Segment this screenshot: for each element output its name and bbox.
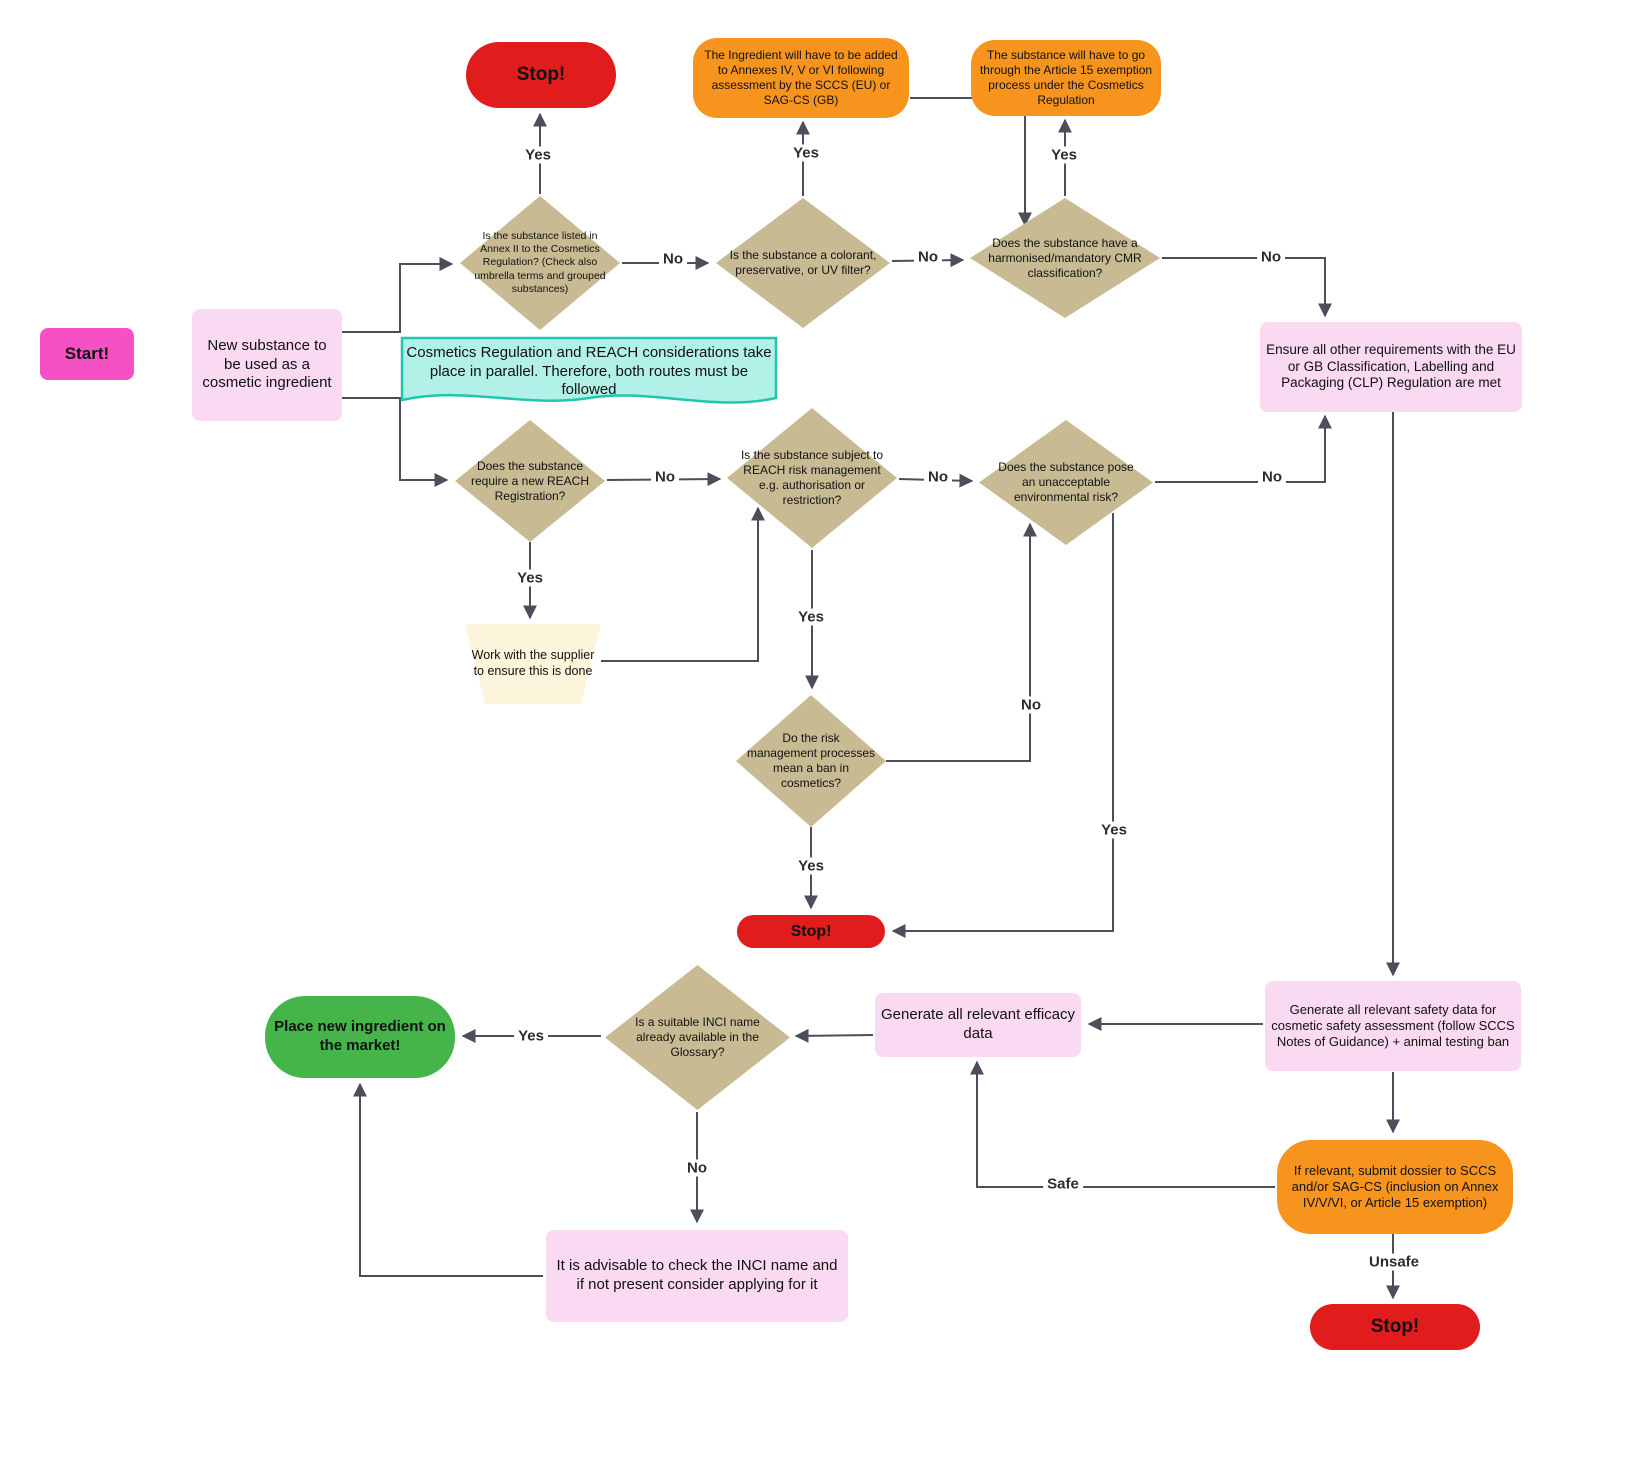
edge-label-cmr-yes: Yes [1047,146,1081,164]
edge-label-reach-risk-yes: Yes [794,608,828,626]
annexes-outcome-node: The Ingredient will have to be added to … [693,38,909,118]
decision-colorant: Is the substance a colorant, preservativ… [716,198,890,328]
decision-inci: Is a suitable INCI name already availabl… [605,965,790,1110]
decision-ban: Do the risk management processes mean a … [736,695,886,827]
decision-environmental-risk: Does the substance pose an unacceptable … [979,420,1153,545]
inci-advice-node: It is advisable to check the INCI name a… [546,1230,848,1322]
market-node: Place new ingredient on the market! [265,996,455,1078]
edge-label-safe: Safe [1043,1175,1083,1193]
stop-mid-node: Stop! [737,915,885,948]
edge-label-ban-yes: Yes [794,857,828,875]
edge-label-unsafe: Unsafe [1364,1253,1424,1271]
edge-label-ban-no: No [1017,696,1045,714]
edge-label-annex2-yes: Yes [521,146,555,164]
stop-top-node: Stop! [466,42,616,108]
parallel-note-node: Cosmetics Regulation and REACH considera… [400,336,778,418]
edge-label-cmr-no: No [1257,248,1285,266]
efficacy-data-node: Generate all relevant efficacy data [875,993,1081,1057]
decision-annex2: Is the substance listed in Annex II to t… [460,196,620,330]
edge-label-inci-yes: Yes [514,1027,548,1045]
dossier-node: If relevant, submit dossier to SCCS and/… [1277,1140,1513,1234]
edge-label-colorant-no: No [914,248,942,266]
article15-outcome-node: The substance will have to go through th… [971,40,1161,116]
edge-label-annex2-no: No [659,250,687,268]
edge-label-env-no: No [1258,468,1286,486]
document-shape [400,336,778,404]
edge-label-reach-reg-yes: Yes [513,569,547,587]
edge-label-reach-reg-no: No [651,468,679,486]
start-node: Start! [40,328,134,380]
edge-label-colorant-yes: Yes [789,144,823,162]
supplier-node: Work with the supplier to ensure this is… [465,624,601,704]
edge-label-env-yes: Yes [1097,821,1131,839]
stop-bottom-node: Stop! [1310,1304,1480,1350]
edge-label-reach-risk-no: No [924,468,952,486]
clp-requirements-node: Ensure all other requirements with the E… [1260,322,1522,412]
new-substance-node: New substance to be used as a cosmetic i… [192,309,342,421]
decision-reach-registration: Does the substance require a new REACH R… [455,420,605,542]
edge-label-inci-no: No [683,1159,711,1177]
decision-cmr: Does the substance have a harmonised/man… [970,198,1160,318]
safety-data-node: Generate all relevant safety data for co… [1265,981,1521,1071]
decision-reach-risk: Is the substance subject to REACH risk m… [727,408,897,548]
